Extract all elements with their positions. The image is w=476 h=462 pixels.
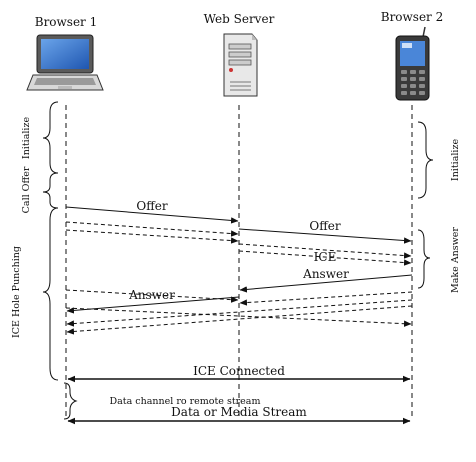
browser2-label: Browser 2	[381, 10, 444, 24]
phone-icon	[395, 26, 430, 101]
answer-label-1: Answer	[302, 267, 349, 281]
brace-initialize-left	[42, 101, 59, 174]
brace-make-answer	[417, 229, 431, 289]
offer-arrow-b1-server	[65, 206, 239, 224]
ice-label: ICE	[314, 250, 337, 264]
phase-initialize-left: Initialize	[21, 117, 32, 160]
brace-call-offer	[42, 172, 59, 209]
brace-ice-hole-punching	[42, 207, 59, 381]
phase-make-answer: Make Answer	[450, 227, 461, 293]
laptop-icon	[26, 34, 104, 91]
brace-data-channel	[63, 382, 78, 420]
ice-arrow-2	[65, 229, 239, 244]
phase-initialize-right: Initialize	[450, 139, 461, 182]
offer-arrow-server-b2	[238, 228, 412, 244]
ice-arrow-8	[65, 307, 412, 327]
phase-ice-hole-punching: ICE Hole Punching	[11, 246, 22, 338]
ice-arrow-3	[238, 243, 412, 259]
answer-arrow-server-b1	[66, 296, 240, 314]
ice-arrow-5	[65, 289, 239, 303]
ice-arrow-7	[66, 299, 413, 327]
server-icon	[223, 33, 258, 97]
data-channel-label: Data channel ro remote stream	[110, 396, 261, 407]
ice-arrow-6	[239, 291, 413, 306]
ice-arrow-9	[66, 305, 413, 335]
ice-connected-label: ICE Connected	[193, 364, 285, 378]
answer-arrow-b2-server	[239, 274, 413, 293]
data-stream-label: Data or Media Stream	[171, 405, 307, 419]
ice-arrow-1	[65, 221, 239, 237]
ice-arrow-4	[238, 250, 412, 266]
offer-label-1: Offer	[136, 199, 167, 213]
browser1-label: Browser 1	[35, 15, 98, 29]
web-server-label: Web Server	[204, 12, 275, 26]
phase-call-offer: Call Offer	[21, 166, 32, 213]
brace-initialize-right	[417, 121, 434, 199]
offer-label-2: Offer	[309, 219, 340, 233]
